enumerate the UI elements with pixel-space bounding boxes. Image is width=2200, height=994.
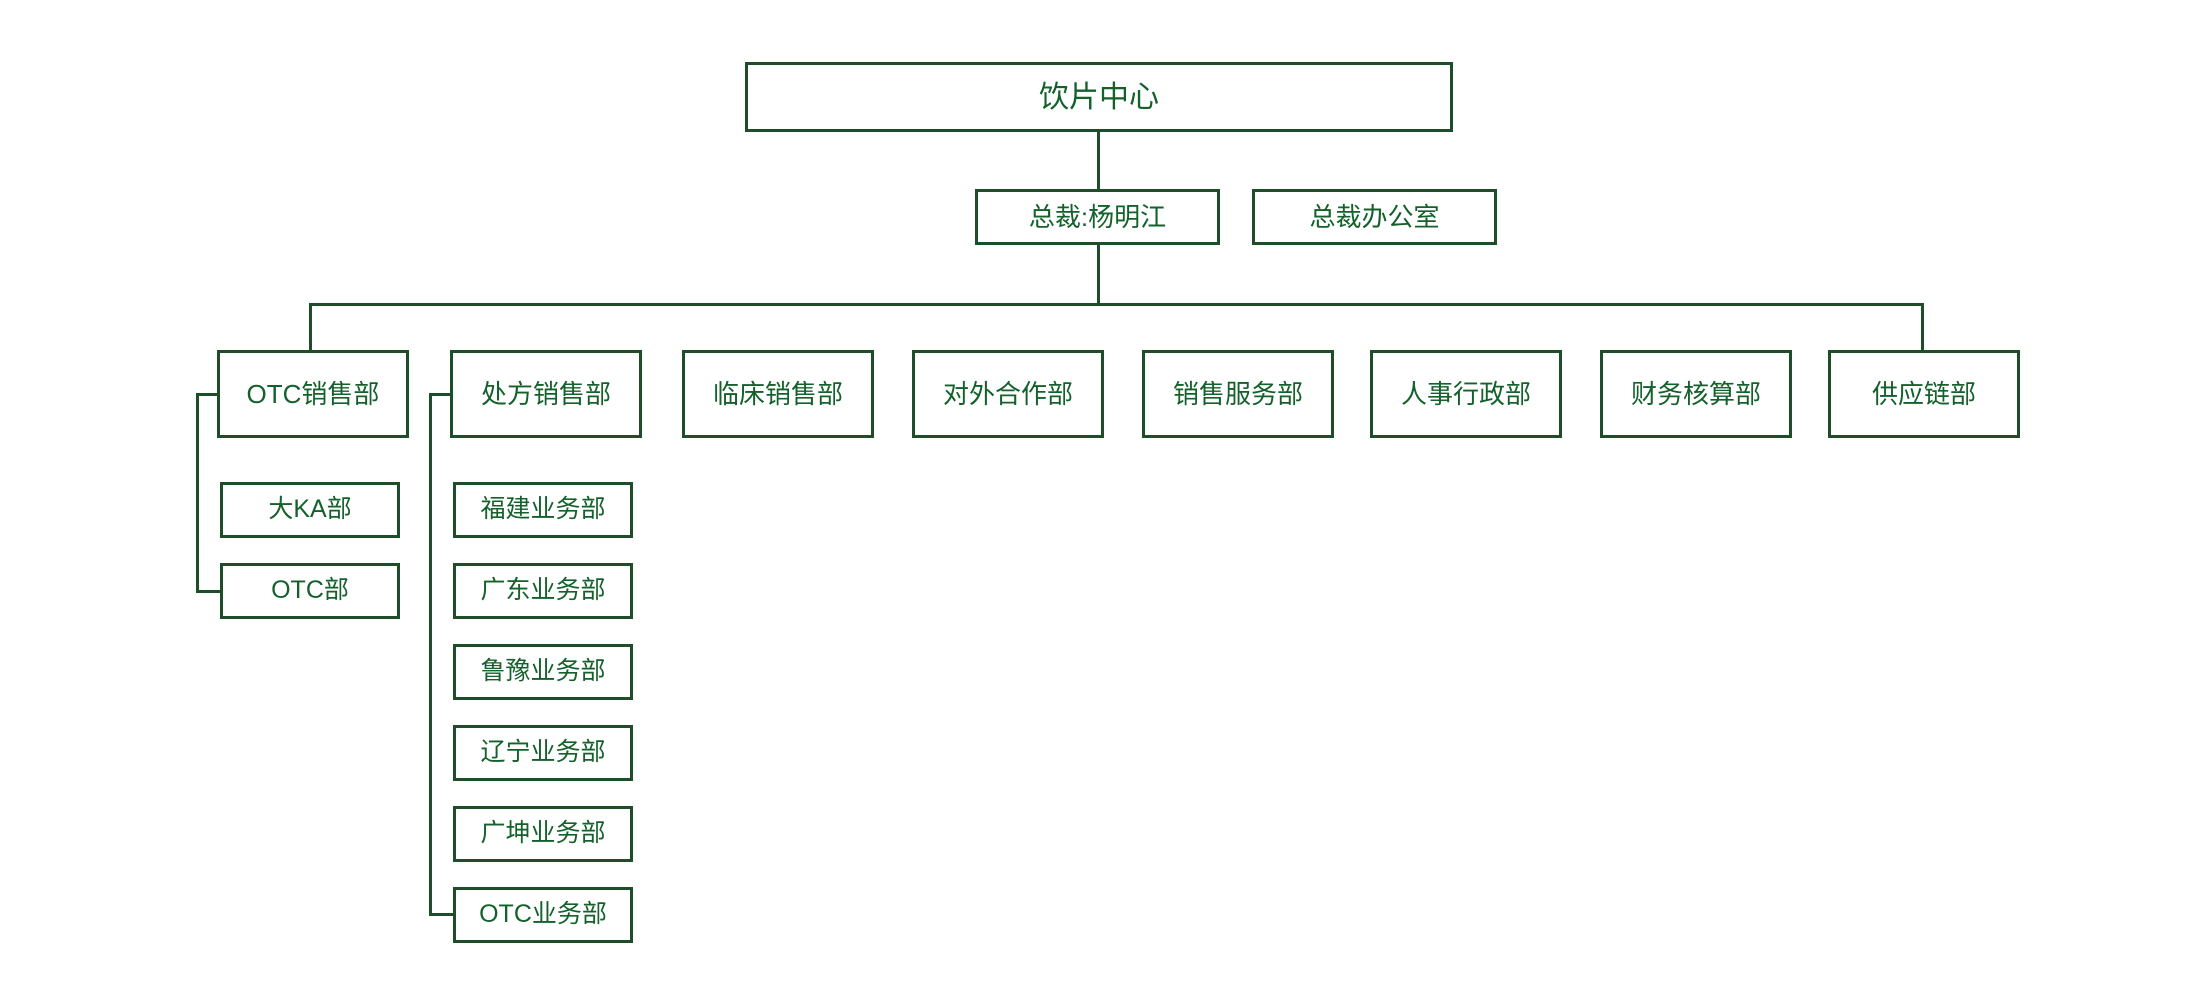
node-dept-sales-service-label: 销售服务部 — [1172, 378, 1303, 409]
node-dept-clinical-sales[interactable]: 临床销售部 — [682, 350, 874, 438]
node-dept-clinical-sales-label: 临床销售部 — [712, 378, 843, 409]
node-sub-liaoning-business-label: 辽宁业务部 — [480, 738, 606, 767]
node-dept-finance-accounting-label: 财务核算部 — [1630, 378, 1761, 409]
node-sub-guangdong-business-label: 广东业务部 — [480, 576, 606, 605]
node-root-center-label: 饮片中心 — [1039, 80, 1159, 114]
node-ceo-office-label: 总裁办公室 — [1309, 201, 1440, 232]
connector-bus-to-otc-sales — [309, 303, 312, 351]
node-dept-prescription-sales-label: 处方销售部 — [480, 378, 611, 409]
node-dept-external-cooperation-label: 对外合作部 — [942, 378, 1073, 409]
node-ceo-label: 总裁:杨明江 — [1028, 201, 1167, 232]
connector-otc-sales-stub-bottom — [196, 590, 222, 593]
node-dept-external-cooperation[interactable]: 对外合作部 — [912, 350, 1104, 438]
node-sub-otc-label: OTC部 — [271, 576, 349, 605]
node-sub-liaoning-business[interactable]: 辽宁业务部 — [453, 725, 633, 781]
connector-prescription-stub-bottom — [429, 913, 455, 916]
connector-prescription-bracket — [429, 393, 432, 916]
node-dept-otc-sales[interactable]: OTC销售部 — [217, 350, 409, 438]
connector-bus-to-supply-chain — [1921, 303, 1924, 351]
node-sub-fujian-business[interactable]: 福建业务部 — [453, 482, 633, 538]
node-dept-supply-chain-label: 供应链部 — [1871, 378, 1976, 409]
node-sub-luyu-business-label: 鲁豫业务部 — [480, 657, 606, 686]
node-sub-big-ka[interactable]: 大KA部 — [220, 482, 400, 538]
node-sub-guangkun-business-label: 广坤业务部 — [480, 819, 606, 848]
connector-prescription-stub-top — [429, 393, 451, 396]
node-ceo-office[interactable]: 总裁办公室 — [1252, 189, 1497, 245]
connector-otc-sales-bracket — [196, 393, 199, 593]
node-sub-otc-business[interactable]: OTC业务部 — [453, 887, 633, 943]
node-sub-guangdong-business[interactable]: 广东业务部 — [453, 563, 633, 619]
connector-otc-sales-stub-top — [196, 393, 218, 396]
node-dept-sales-service[interactable]: 销售服务部 — [1142, 350, 1334, 438]
node-dept-hr-admin[interactable]: 人事行政部 — [1370, 350, 1562, 438]
node-sub-luyu-business[interactable]: 鲁豫业务部 — [453, 644, 633, 700]
connector-ceo-to-bus — [1097, 244, 1100, 304]
connector-department-bus — [309, 303, 1924, 306]
node-sub-otc[interactable]: OTC部 — [220, 563, 400, 619]
node-root-center[interactable]: 饮片中心 — [745, 62, 1453, 132]
node-sub-guangkun-business[interactable]: 广坤业务部 — [453, 806, 633, 862]
node-sub-big-ka-label: 大KA部 — [268, 495, 352, 524]
node-sub-fujian-business-label: 福建业务部 — [480, 495, 606, 524]
connector-root-to-ceo — [1097, 131, 1100, 190]
node-dept-supply-chain[interactable]: 供应链部 — [1828, 350, 2020, 438]
node-dept-prescription-sales[interactable]: 处方销售部 — [450, 350, 642, 438]
node-dept-finance-accounting[interactable]: 财务核算部 — [1600, 350, 1792, 438]
node-ceo[interactable]: 总裁:杨明江 — [975, 189, 1220, 245]
node-dept-otc-sales-label: OTC销售部 — [246, 378, 380, 409]
node-sub-otc-business-label: OTC业务部 — [479, 900, 607, 929]
node-dept-hr-admin-label: 人事行政部 — [1400, 378, 1531, 409]
